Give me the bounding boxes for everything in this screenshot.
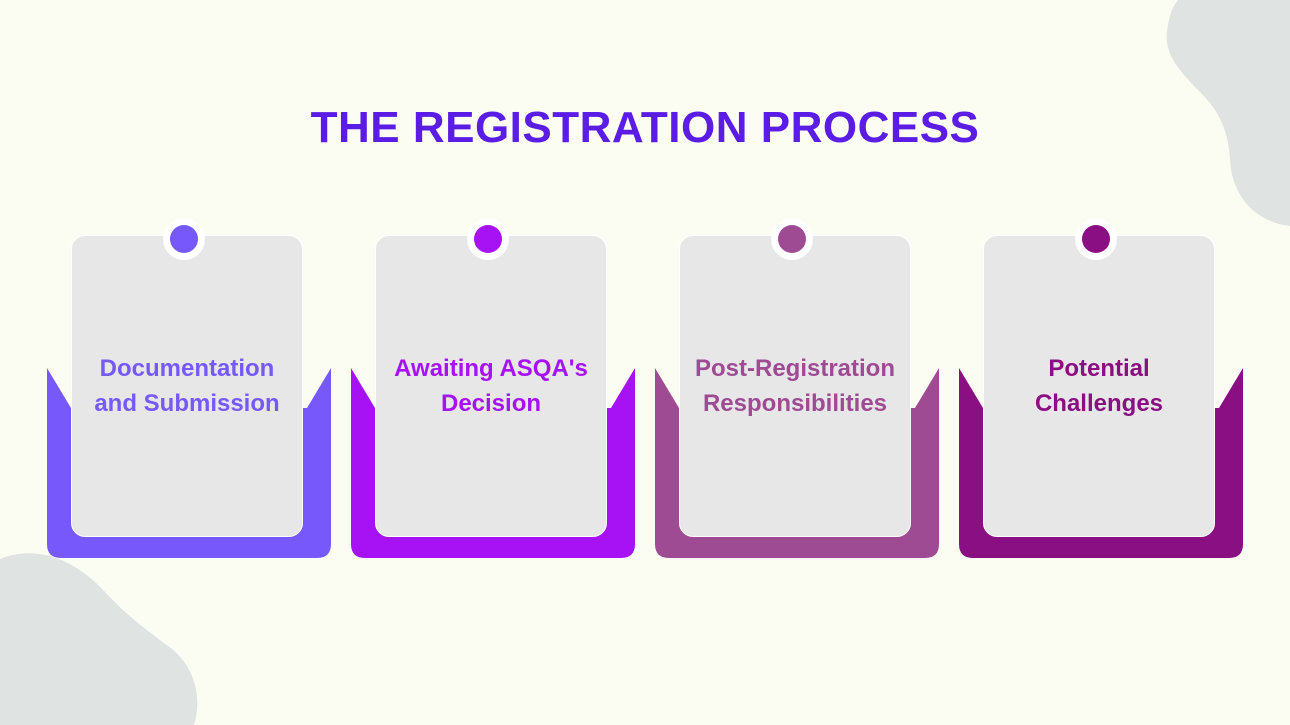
step-label-wrap: Awaiting ASQA's Decision (375, 235, 607, 537)
step-label: Potential Challenges (1034, 355, 1164, 417)
step-label-wrap: Documentation and Submission (71, 235, 303, 537)
step-label: Documentation and Submission (94, 355, 280, 417)
decorative-blob-top-right (1166, 0, 1290, 226)
card-marker (1075, 218, 1117, 260)
step-dot (778, 225, 806, 253)
step-label: Post-Registration Responsibilities (694, 355, 895, 417)
card-panel (71, 235, 303, 537)
card-panel (375, 235, 607, 537)
decorative-blob-bottom-left (0, 553, 198, 725)
step-dot (474, 225, 502, 253)
step-card-4: Potential Challenges (959, 218, 1243, 558)
step-card-3: Post-Registration Responsibilities (655, 218, 939, 558)
step-label-wrap: Post-Registration Responsibilities (679, 235, 911, 537)
card-marker (163, 218, 205, 260)
card-marker (771, 218, 813, 260)
step-dot (1082, 225, 1110, 253)
page-title: THE REGISTRATION PROCESS (310, 103, 980, 152)
step-label-wrap: Potential Challenges (983, 235, 1215, 537)
step-label: Awaiting ASQA's Decision (394, 355, 588, 417)
card-panel (679, 235, 911, 537)
card-panel (983, 235, 1215, 537)
step-card-1: Documentation and Submission (47, 218, 331, 558)
step-card-2: Awaiting ASQA's Decision (351, 218, 635, 558)
card-marker (467, 218, 509, 260)
step-dot (170, 225, 198, 253)
